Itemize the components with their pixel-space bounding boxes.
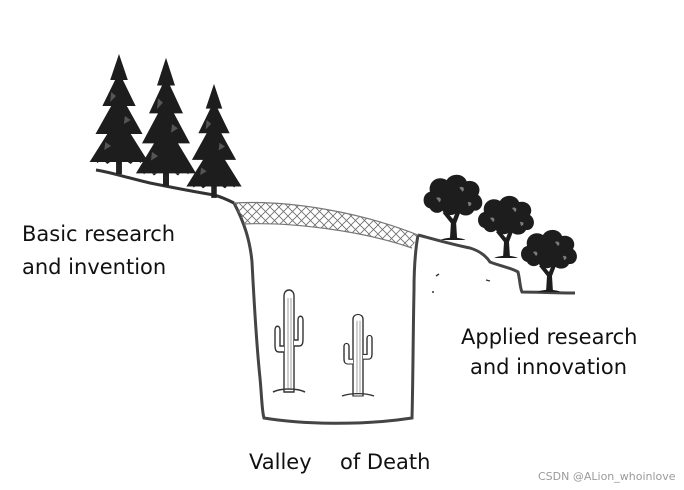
valley-label-word2: of Death [340,450,431,474]
valley-chasm [232,202,420,425]
applied-research-label-line1: Applied research [461,325,638,349]
basic-research-label-line1: Basic research [22,222,176,246]
rope-bridge-icon [233,201,419,249]
basic-research-label-line2: and invention [22,255,167,279]
watermark: CSDN @ALion_whoinlove [538,470,676,483]
right-plateau-edge [417,233,576,295]
pine-tree-icon [89,54,242,198]
leafy-tree-icon [423,174,577,292]
valley-label-word1: Valley [249,450,312,474]
left-plateau-edge [95,168,235,205]
applied-research-label-line2: and innovation [470,355,628,379]
cactus-icon [272,289,375,397]
